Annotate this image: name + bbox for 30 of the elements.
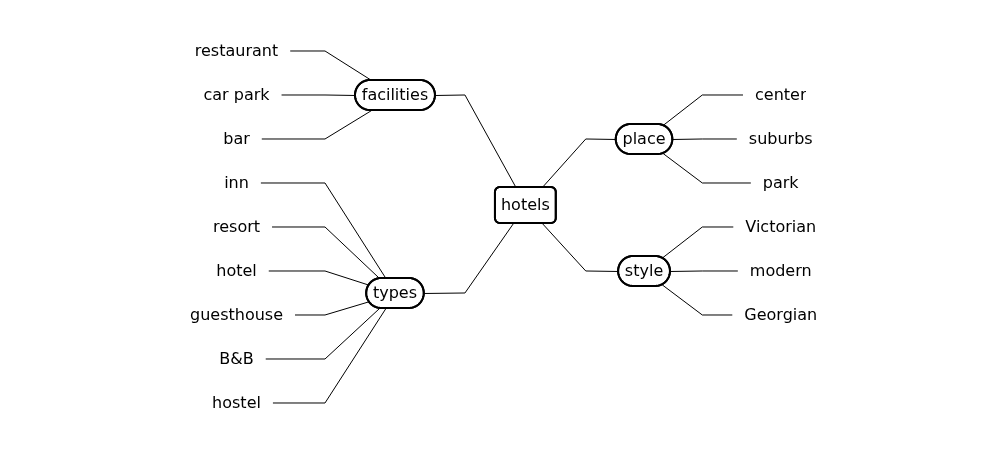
node-text: Victorian <box>745 216 817 236</box>
node-text: center <box>755 85 807 104</box>
node-text: restaurant <box>195 41 279 60</box>
connector <box>663 94 744 126</box>
node-text: bar <box>223 129 251 148</box>
connector <box>435 94 517 188</box>
node-text: hotel <box>216 260 258 280</box>
connector <box>290 50 373 81</box>
node-text: guesthouse <box>190 304 284 324</box>
node-text: Georgian <box>744 304 818 324</box>
connector <box>265 307 381 360</box>
node-text: suburbs <box>749 129 814 148</box>
connector <box>424 223 515 294</box>
node-text: modern <box>750 260 813 280</box>
connector <box>261 110 373 140</box>
connector <box>271 226 381 280</box>
node-text: car park <box>203 85 270 104</box>
node-text: inn <box>224 172 250 192</box>
connector <box>272 308 387 404</box>
node-text: park <box>763 172 800 192</box>
connector <box>663 153 752 184</box>
node-text: hostel <box>212 392 262 412</box>
connector <box>670 270 739 272</box>
connector <box>672 138 738 140</box>
connector <box>662 226 735 259</box>
node-text: B&B <box>219 348 255 368</box>
connector <box>662 284 734 316</box>
connector <box>260 182 387 279</box>
connector <box>294 301 371 316</box>
node-text: resort <box>213 216 261 236</box>
